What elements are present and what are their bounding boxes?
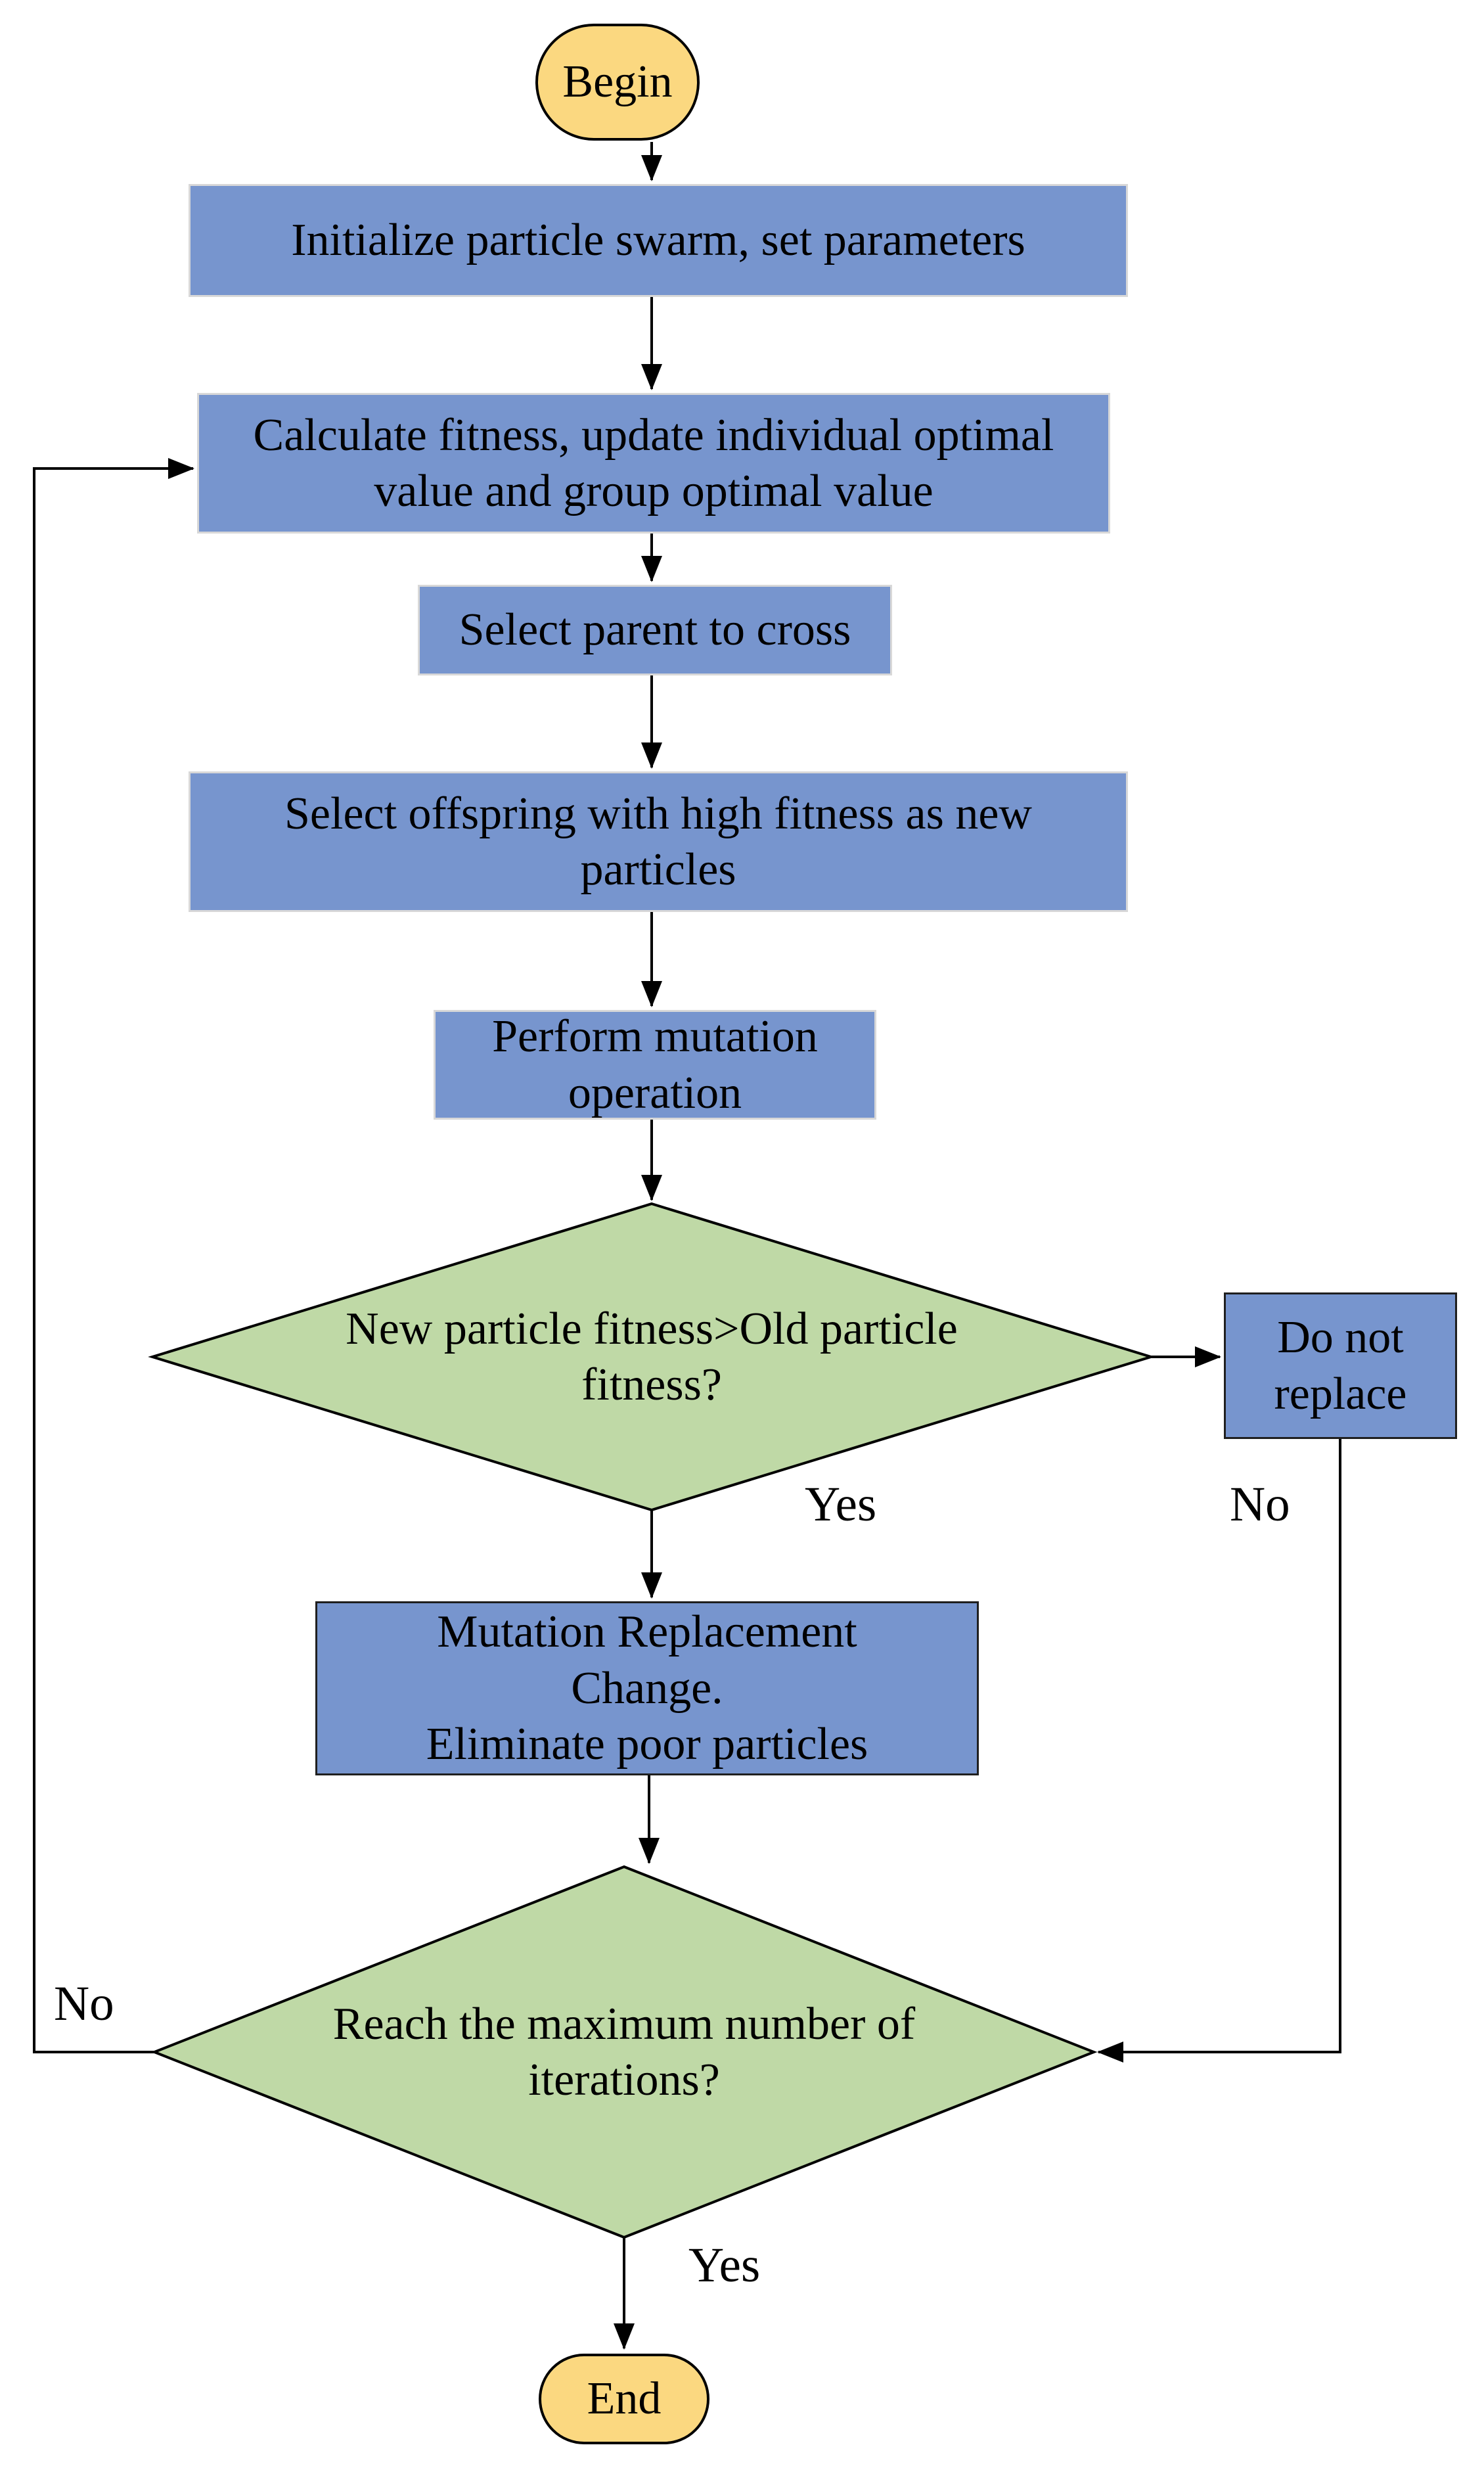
do-not-replace-label: Do not replace	[1274, 1312, 1407, 1419]
fitness-yes-label: Yes	[805, 1477, 877, 1532]
calculate-node: Calculate fitness, update individual opt…	[197, 393, 1110, 534]
edge-iterations-no-feedback-to-calculate	[33, 458, 194, 2053]
end-node: End	[539, 2354, 709, 2444]
calculate-label: Calculate fitness, update individual opt…	[253, 409, 1054, 516]
select-parent-label: Select parent to cross	[459, 605, 851, 656]
perform-mutation-label: Perform mutation operation	[492, 1011, 818, 1118]
begin-label: Begin	[562, 57, 673, 108]
perform-mutation-node: Perform mutation operation	[434, 1010, 876, 1120]
fitness-no-label: No	[1230, 1477, 1290, 1532]
mutation-replacement-label: Mutation Replacement Change. Eliminate p…	[426, 1607, 868, 1770]
iterations-yes-label: Yes	[688, 2238, 761, 2293]
end-label: End	[587, 2373, 662, 2425]
initialize-node: Initialize particle swarm, set parameter…	[189, 184, 1128, 297]
mutation-replacement-node: Mutation Replacement Change. Eliminate p…	[315, 1601, 979, 1775]
initialize-label: Initialize particle swarm, set parameter…	[291, 215, 1025, 266]
decision-fitness-diamond	[148, 1202, 1156, 1512]
select-offspring-label: Select offspring with high fitness as ne…	[284, 788, 1032, 895]
begin-node: Begin	[535, 24, 700, 141]
do-not-replace-node: Do not replace	[1224, 1292, 1457, 1439]
select-parent-node: Select parent to cross	[418, 585, 892, 675]
decision-iterations-diamond	[150, 1865, 1098, 2239]
edge-do-not-replace-to-iterations-decision	[1097, 1439, 1341, 2063]
iterations-no-label: No	[54, 1976, 114, 2031]
select-offspring-node: Select offspring with high fitness as ne…	[189, 771, 1128, 912]
